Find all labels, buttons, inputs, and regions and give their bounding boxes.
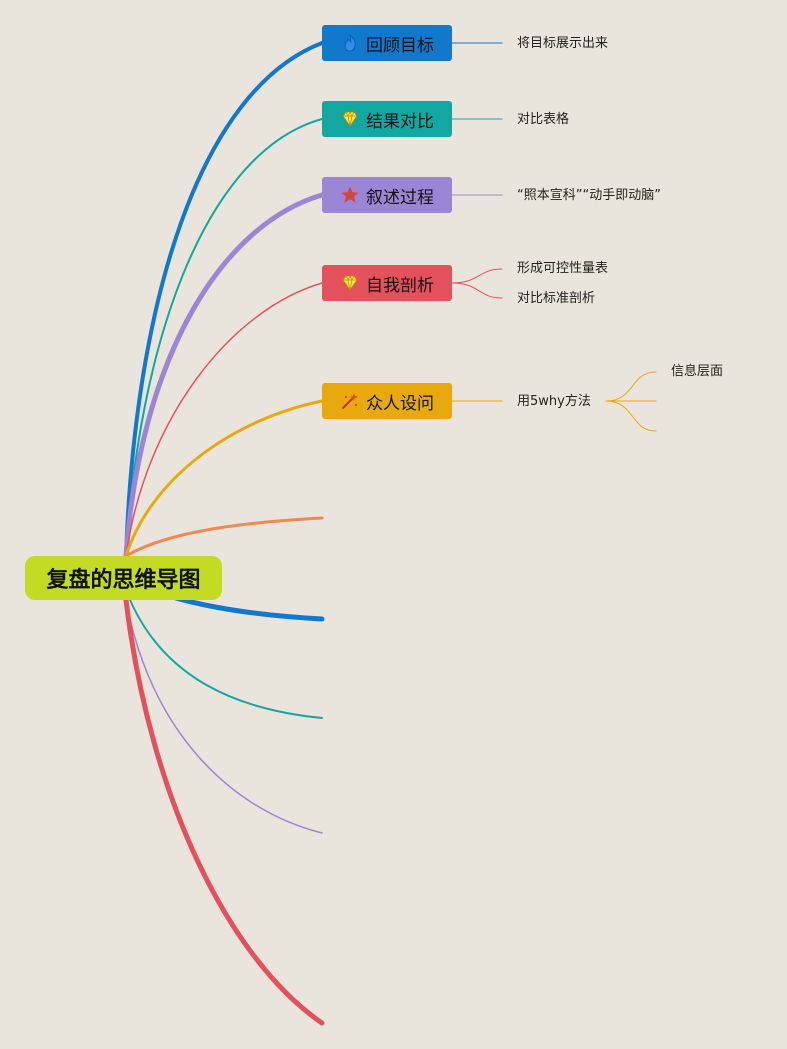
connector-line [125,589,323,719]
leaf-node[interactable]: “照本宣科”“动手即动脑” [517,188,661,203]
connector-line [125,282,323,557]
root-node[interactable]: 复盘的思维导图 [25,556,222,600]
root-label: 复盘的思维导图 [46,568,201,593]
connector-line [605,371,657,402]
branch-review-goals[interactable]: 回顾目标 [322,25,452,61]
branch-group-questioning[interactable]: 众人设问 [322,383,452,419]
branch-self-analysis[interactable]: 自我剖析 [322,265,452,301]
connector-line [125,118,323,557]
connector-line [124,516,324,558]
fire-icon [340,33,360,53]
sparkle-wand-icon [340,391,360,411]
connector-line [123,597,325,1026]
connector-line [451,282,503,299]
diamond-icon [340,109,360,129]
connector-line [123,192,325,559]
leaf-node[interactable]: 对比标准剖析 [517,291,596,306]
connector-line [605,400,657,432]
branch-label: 回顾目标 [366,35,434,56]
diamond-icon [340,273,360,293]
branch-label: 自我剖析 [366,275,434,296]
connector-line [124,41,324,558]
grandchild-node[interactable]: 信息层面 [671,364,724,379]
connector-line [124,399,324,558]
branch-label: 结果对比 [366,111,434,132]
star-icon [340,185,360,205]
branch-label: 叙述过程 [366,187,434,208]
branch-label: 众人设问 [366,393,434,414]
branch-compare-results[interactable]: 结果对比 [322,101,452,137]
branch-narrate-process[interactable]: 叙述过程 [322,177,452,213]
connector-line [451,268,503,284]
connector-line [125,599,323,834]
leaf-node[interactable]: 对比表格 [517,112,570,127]
leaf-node[interactable]: 形成可控性量表 [517,261,609,276]
leaf-node[interactable]: 用5why方法 [517,394,591,409]
leaf-node[interactable]: 将目标展示出来 [517,36,609,51]
